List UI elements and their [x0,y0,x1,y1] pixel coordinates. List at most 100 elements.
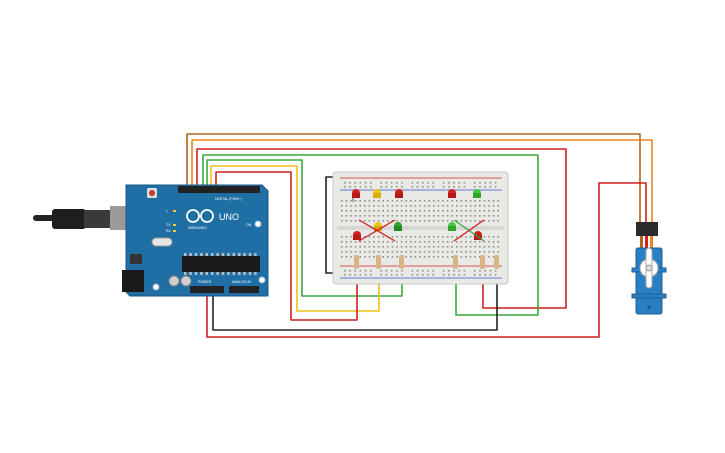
breadboard-hole [368,200,371,202]
breadboard-hole [423,210,426,212]
chip-pin [205,272,208,275]
breadboard-hole [414,236,417,238]
breadboard-hole [479,200,481,202]
breadboard-hole [416,182,419,184]
wire-orange-servo[interactable] [191,139,653,222]
breadboard-hole [479,246,481,248]
analog-header[interactable] [229,286,259,293]
led-red-2[interactable] [395,189,403,198]
wire-brown-servo[interactable] [186,133,641,222]
breadboard-hole [465,220,467,222]
breadboard-hole [414,256,417,258]
breadboard-hole [453,274,455,276]
breadboard-hole [433,256,435,258]
breadboard-hole [453,182,455,184]
chip-pin [243,272,246,275]
wire-yellow[interactable] [210,165,380,312]
power-jack[interactable] [122,270,144,292]
breadboard-hole [474,274,476,276]
breadboard-hole [380,182,382,184]
breadboard-hole [359,182,362,184]
chip-pin [200,253,203,256]
breadboard-hole [460,200,463,202]
breadboard-hole [497,251,499,253]
breadboard-hole [354,215,357,217]
breadboard-hole [387,210,389,212]
wire-red-top[interactable] [196,148,567,309]
breadboard-hole [364,220,366,222]
wire-red-servo[interactable] [206,182,647,338]
tx-label: TX [166,223,171,227]
breadboard-hole [428,200,430,202]
power-header[interactable] [190,286,224,293]
chip-pin [238,272,241,275]
chip-pin [232,253,235,256]
breadboard-hole [387,246,389,248]
breadboard-hole [428,220,430,222]
breadboard-hole [354,205,357,207]
led-yellow-1[interactable] [373,189,381,198]
led-red-3[interactable] [448,189,456,198]
breadboard-hole [341,210,343,212]
breadboard-hole [414,251,417,253]
digital-header[interactable] [178,186,260,193]
l-label: L [166,209,168,213]
wire-black-bottom[interactable] [212,270,498,331]
breadboard-hole [405,251,407,253]
wire-green-right[interactable] [202,154,539,316]
jumper-red-diag-2[interactable] [358,219,396,242]
breadboard-hole [456,210,458,212]
breadboard-hole [419,256,421,258]
led-green-2[interactable] [394,222,402,231]
resistor-4[interactable] [453,255,458,269]
resistor-1[interactable] [354,255,359,269]
breadboard-hole [359,186,362,188]
breadboard-hole [442,186,445,188]
arduino-uno-board[interactable]: UNO ARDUINO DIGITAL (PWM~) POWER ANALOG … [122,184,269,297]
led-green-3[interactable] [448,222,456,231]
resistor-3[interactable] [399,255,404,269]
breadboard-hole [492,205,495,207]
breadboard-hole [359,256,361,258]
breadboard-hole [433,205,435,207]
resistor-2[interactable] [376,255,381,269]
breadboard-hole [433,241,435,243]
servo-motor[interactable] [631,222,667,315]
breadboard-hole [419,251,421,253]
breadboard-hole [350,246,352,248]
breadboard-hole [458,274,460,276]
led-red-4[interactable] [353,231,361,240]
breadboard-hole [456,246,458,248]
breadboard-hole [497,220,499,222]
led-green-1[interactable] [473,189,481,198]
breadboard-hole [354,182,356,184]
resistor-5[interactable] [480,255,485,269]
breadboard-hole [400,215,403,217]
wire-green-left[interactable] [206,159,403,297]
breadboard-hole [451,205,453,207]
breadboard-hole [411,274,414,276]
breadboard-hole [427,182,429,184]
breadboard-hole [396,215,398,217]
breadboard-hole [382,236,384,238]
breadboard-hole [433,220,435,222]
breadboard-hole [364,274,367,276]
breadboard-hole [451,236,453,238]
led-red-1[interactable] [352,189,360,202]
breadboard-hole [345,205,348,207]
breadboard-hole [396,256,398,258]
board-maker-label: ARDUINO [188,225,206,230]
breadboard-hole [428,236,430,238]
servo-horn[interactable] [639,247,659,289]
resistors [354,255,499,269]
breadboard-hole [390,274,393,276]
wire-red-left[interactable] [215,171,358,321]
jumper-red-diag-3[interactable] [453,219,485,242]
wires [186,133,653,338]
breadboard-hole [382,200,384,202]
breadboard-hole [400,246,403,248]
breadboard-hole [497,215,499,217]
resistor-6[interactable] [494,255,499,269]
breadboard-hole [364,246,366,248]
